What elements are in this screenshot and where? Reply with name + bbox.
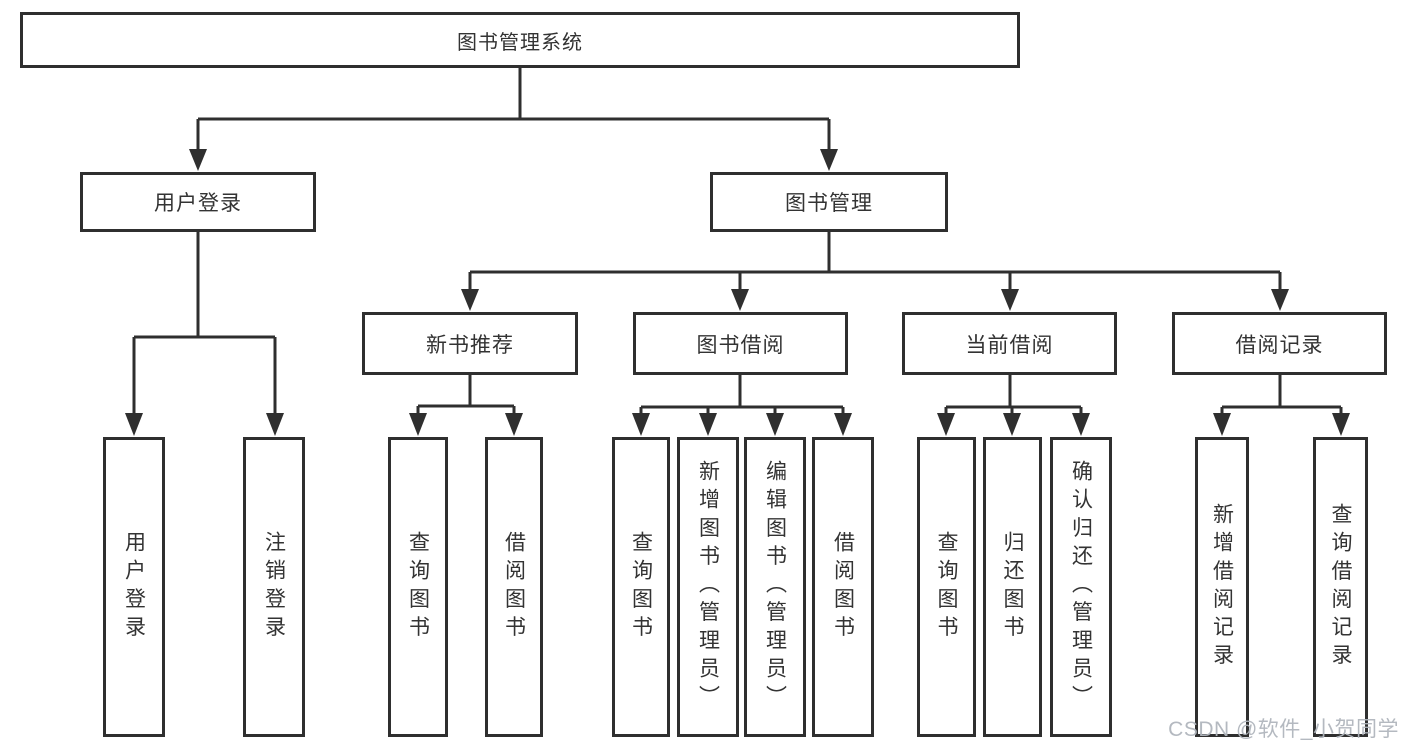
- connector-book-borrow: [632, 375, 852, 436]
- node-label: 确认归还（管理员）: [1069, 460, 1093, 714]
- node-label: 当前借阅: [965, 333, 1054, 357]
- arrowhead: [731, 289, 749, 311]
- node-label: 借阅图书: [831, 530, 855, 644]
- arrowhead: [1332, 413, 1350, 436]
- node-label: 查询图书: [629, 530, 653, 644]
- arrowhead: [937, 413, 955, 436]
- node-label: 新增借阅记录: [1210, 502, 1234, 672]
- leaf-logout: 注销登录: [243, 437, 305, 737]
- leaf-user-login: 用户登录: [103, 437, 165, 737]
- node-label: 借阅记录: [1235, 333, 1324, 357]
- arrowhead: [834, 413, 852, 436]
- arrowhead: [461, 289, 479, 311]
- node-new-book-recommend: 新书推荐: [362, 312, 578, 375]
- arrowhead: [125, 413, 143, 436]
- node-label: 查询图书: [406, 530, 430, 644]
- leaf-edit-books-admin: 编辑图书（管理员）: [744, 437, 806, 737]
- connector-user-login: [125, 232, 284, 436]
- csdn-watermark: CSDN @软件_小贺同学: [1168, 718, 1399, 741]
- node-label: 新书推荐: [426, 333, 514, 357]
- connector-new-book-recommend: [409, 375, 523, 436]
- leaf-borrow-books-2: 借阅图书: [812, 437, 874, 737]
- node-root: 图书管理系统: [20, 12, 1020, 68]
- connector-root: [189, 68, 838, 171]
- node-book-borrow: 图书借阅: [633, 312, 848, 375]
- node-current-borrow: 当前借阅: [902, 312, 1117, 375]
- leaf-confirm-return-admin: 确认归还（管理员）: [1050, 437, 1112, 737]
- arrowhead: [1072, 413, 1090, 436]
- arrowhead: [266, 413, 284, 436]
- arrowhead: [766, 413, 784, 436]
- leaf-query-books-2: 查询图书: [612, 437, 670, 737]
- arrowhead: [1271, 289, 1289, 311]
- node-label: 注销登录: [262, 530, 286, 644]
- arrowhead: [409, 413, 427, 436]
- connector-borrow-records: [1213, 375, 1350, 436]
- node-user-login: 用户登录: [80, 172, 316, 232]
- arrowhead: [1001, 289, 1019, 311]
- node-label: 用户登录: [122, 530, 146, 644]
- node-label: 借阅图书: [502, 530, 526, 644]
- connector-book-management: [461, 232, 1289, 311]
- leaf-return-books: 归还图书: [983, 437, 1042, 737]
- leaf-query-books-3: 查询图书: [917, 437, 976, 737]
- node-label: 图书管理系统: [457, 31, 583, 54]
- leaf-query-borrow-record: 查询借阅记录: [1313, 437, 1368, 737]
- node-label: 图书管理: [785, 192, 873, 215]
- node-label: 新增图书（管理员）: [696, 460, 720, 714]
- node-book-management: 图书管理: [710, 172, 948, 232]
- leaf-borrow-books-1: 借阅图书: [485, 437, 543, 737]
- arrowhead: [1003, 413, 1021, 436]
- arrowhead: [1213, 413, 1231, 436]
- node-label: 归还图书: [1001, 530, 1024, 644]
- connector-current-borrow: [937, 375, 1090, 436]
- arrowhead: [505, 413, 523, 436]
- arrowhead: [820, 149, 838, 171]
- node-label: 编辑图书（管理员）: [763, 460, 787, 714]
- arrowhead: [699, 413, 717, 436]
- leaf-add-borrow-record: 新增借阅记录: [1195, 437, 1249, 737]
- node-label: 查询图书: [935, 530, 958, 644]
- node-label: 用户登录: [154, 192, 242, 215]
- leaf-add-books-admin: 新增图书（管理员）: [677, 437, 739, 737]
- node-label: 查询借阅记录: [1329, 502, 1352, 672]
- arrowhead: [189, 149, 207, 171]
- node-borrow-records: 借阅记录: [1172, 312, 1387, 375]
- node-label: 图书借阅: [696, 333, 785, 357]
- arrowhead: [632, 413, 650, 436]
- leaf-query-books-1: 查询图书: [388, 437, 448, 737]
